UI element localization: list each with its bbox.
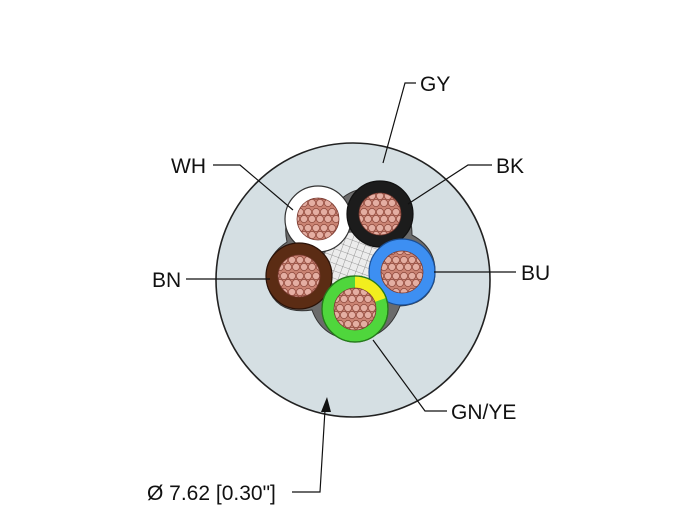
label-jacket-gy: GY: [420, 73, 450, 96]
leader-diameter: [292, 409, 326, 493]
leader-jacket: [382, 82, 416, 164]
conductor-black: [346, 180, 414, 248]
label-blue-bu: BU: [521, 262, 550, 285]
label-diameter: Ø 7.62 [0.30"]: [147, 482, 276, 505]
leader-black: [407, 164, 492, 205]
conductor-brown: [265, 242, 333, 310]
label-black-bk: BK: [496, 155, 524, 178]
label-brown-bn: BN: [152, 269, 181, 292]
label-white-wh: WH: [171, 155, 206, 178]
leader-white: [213, 164, 294, 211]
leader-green-yellow: [372, 339, 447, 412]
conductor-green-yellow: [321, 275, 389, 343]
label-green-yellow-gnye: GN/YE: [451, 401, 516, 424]
diameter-arrowhead: [321, 397, 331, 412]
conductor-blue: [368, 238, 436, 306]
conductor-white: [284, 185, 352, 253]
